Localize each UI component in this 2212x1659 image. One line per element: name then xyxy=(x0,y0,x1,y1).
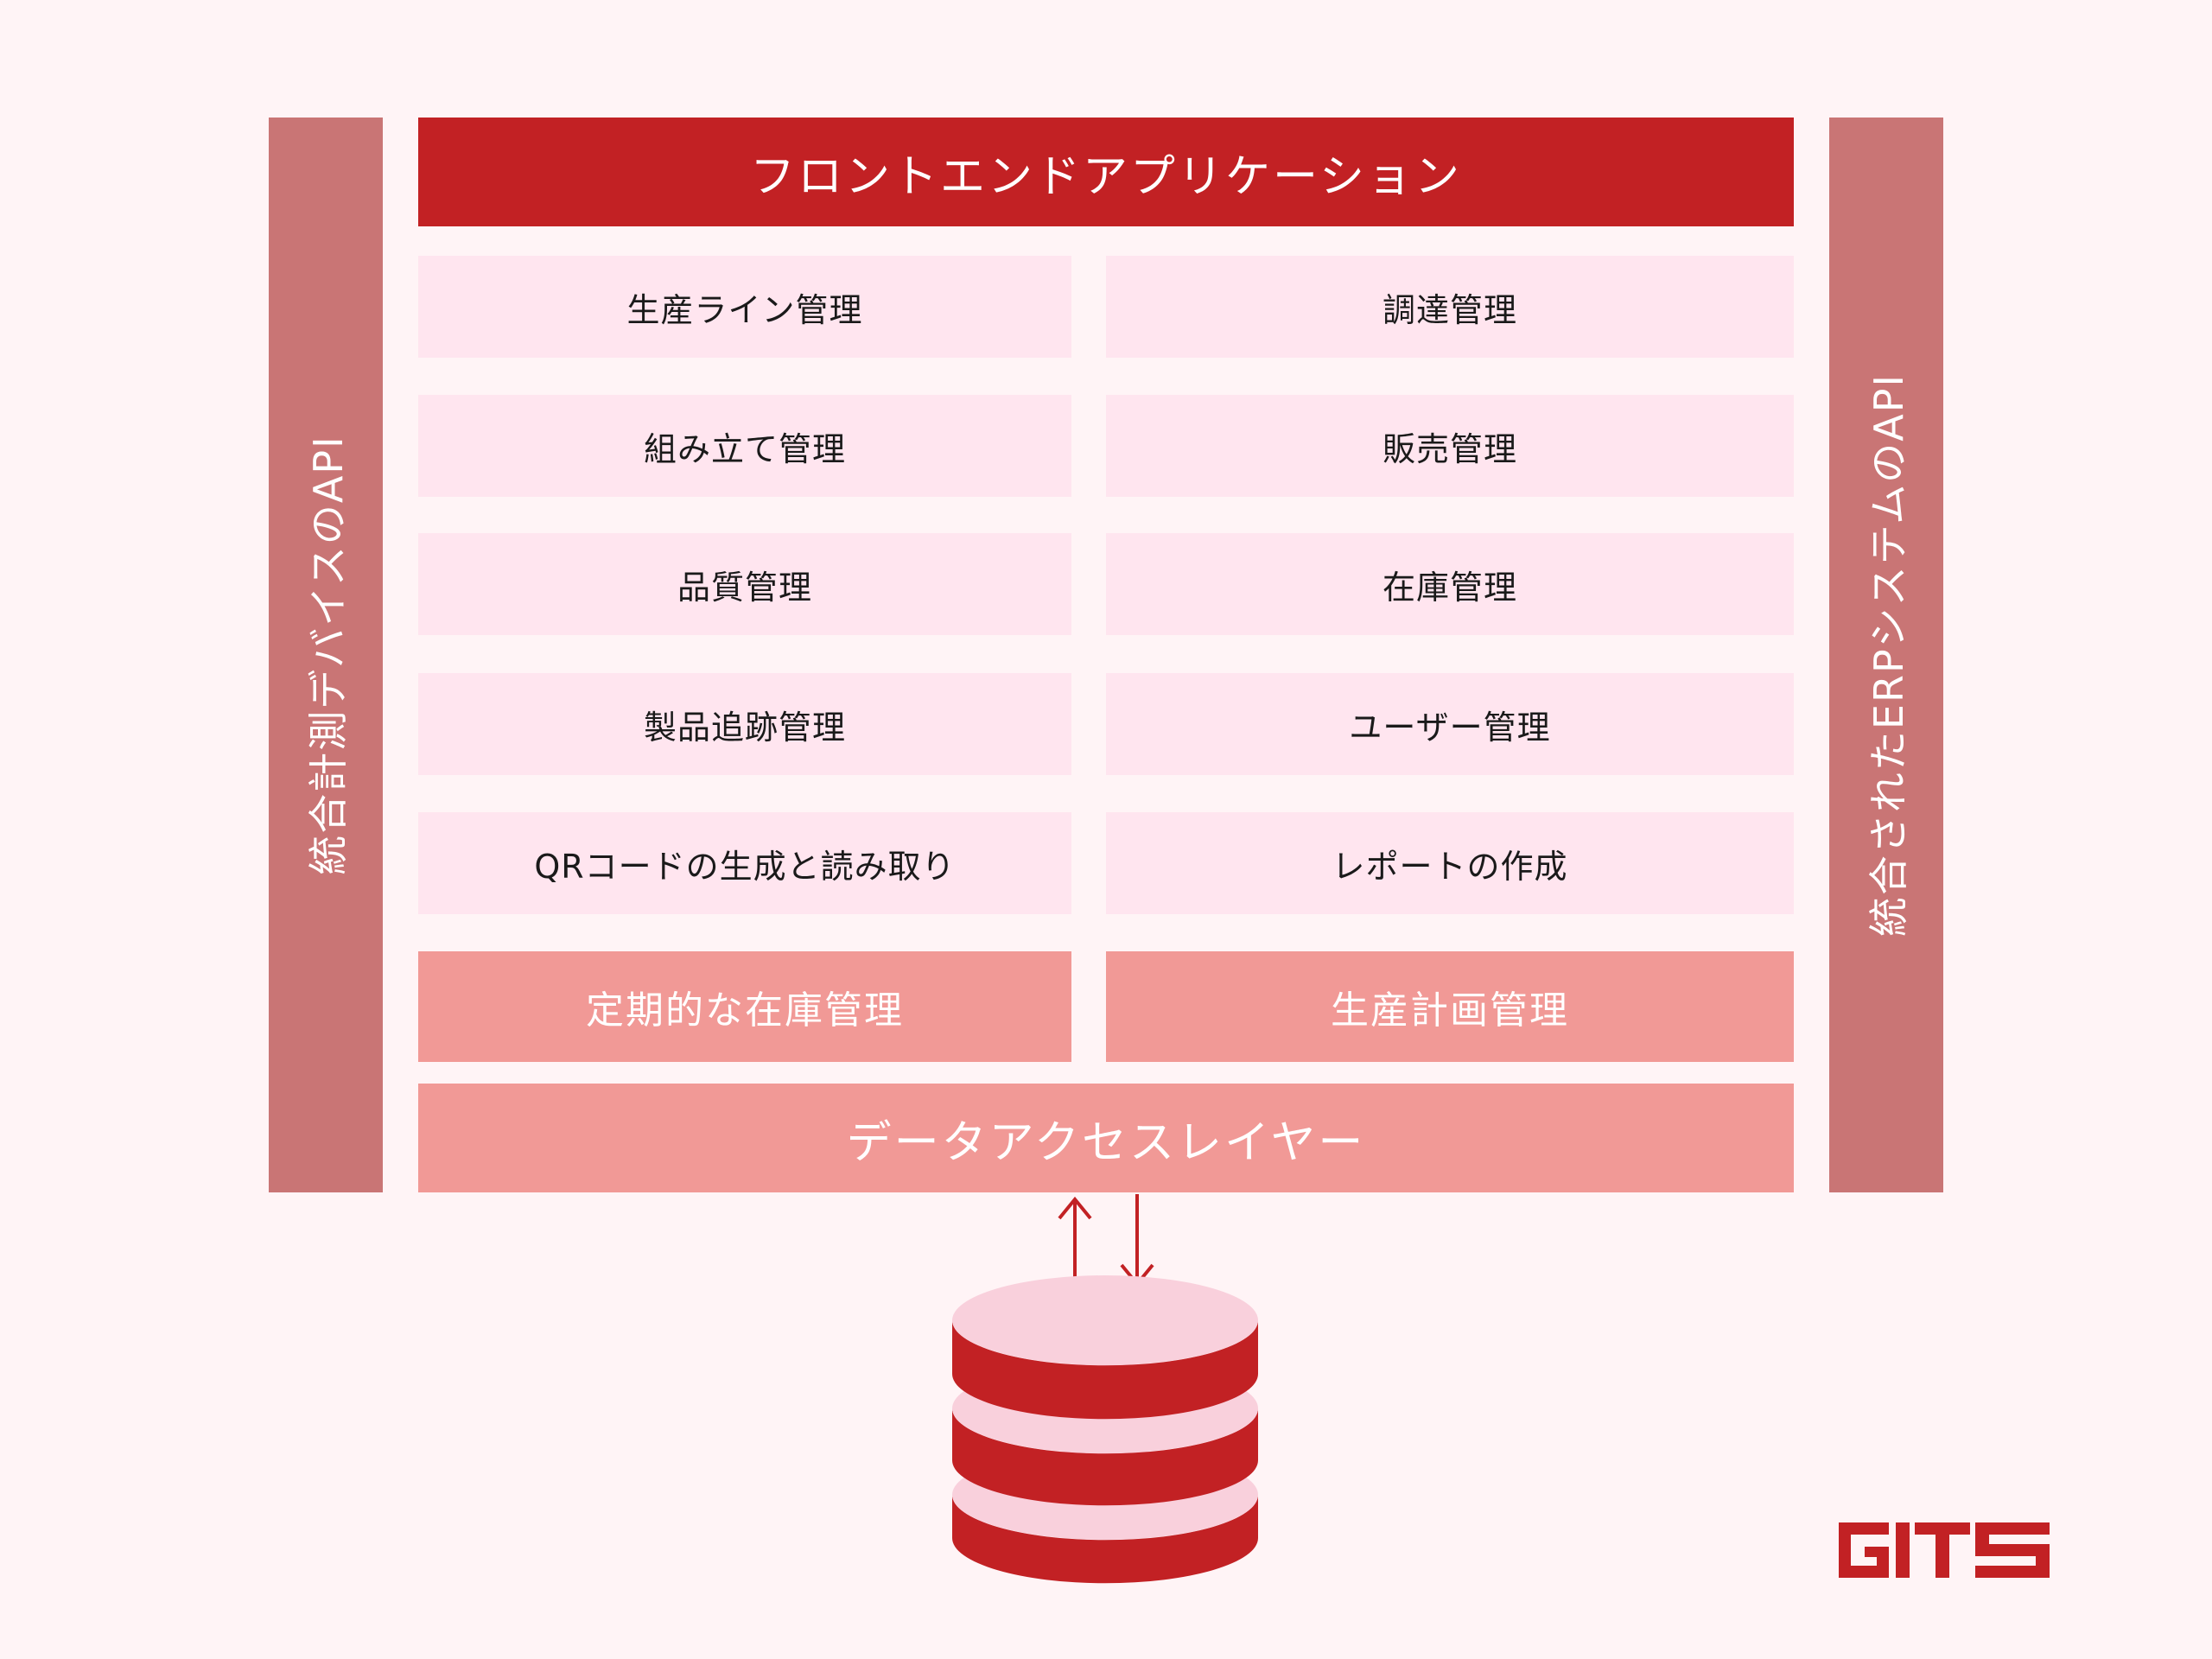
module-scheduled-inventory: 定期的な在庫管理 xyxy=(418,951,1071,1062)
module-procurement: 調達管理 xyxy=(1106,256,1794,358)
module-label: レポートの作成 xyxy=(1332,847,1568,886)
module-label: 製品追跡管理 xyxy=(643,708,846,747)
left-api-bar: 統合計測デバイスのAPI xyxy=(269,118,383,1192)
data-access-layer-bar: データアクセスレイヤー xyxy=(418,1084,1794,1192)
right-api-bar: 統合されたERPシステムのAPI xyxy=(1829,118,1943,1192)
module-label: 調達管理 xyxy=(1382,290,1517,329)
arrow-up-icon xyxy=(1058,1196,1092,1286)
module-product-tracking: 製品追跡管理 xyxy=(418,673,1071,775)
module-label: 生産ライン管理 xyxy=(626,290,863,329)
module-sales: 販売管理 xyxy=(1106,395,1794,497)
frontend-application-label: フロントエンドアプリケーション xyxy=(750,150,1462,203)
arrow-down-icon xyxy=(1120,1194,1154,1287)
module-quality: 品質管理 xyxy=(418,533,1071,635)
module-qr-code: QRコードの生成と読み取り xyxy=(418,812,1071,914)
module-label: 定期的な在庫管理 xyxy=(586,988,904,1033)
module-label: 組み立て管理 xyxy=(643,429,846,468)
module-label: 生産計画管理 xyxy=(1331,988,1569,1033)
module-user: ユーザー管理 xyxy=(1106,673,1794,775)
frontend-application-bar: フロントエンドアプリケーション xyxy=(418,118,1794,226)
module-production-planning: 生産計画管理 xyxy=(1106,951,1794,1062)
data-access-layer-label: データアクセスレイヤー xyxy=(846,1116,1366,1169)
module-label: ユーザー管理 xyxy=(1349,708,1551,747)
module-production-line: 生産ライン管理 xyxy=(418,256,1071,358)
module-label: QRコードの生成と読み取り xyxy=(534,847,956,886)
module-label: 販売管理 xyxy=(1382,429,1517,468)
module-label: 在庫管理 xyxy=(1382,568,1517,607)
module-label: 品質管理 xyxy=(677,568,812,607)
module-report: レポートの作成 xyxy=(1106,812,1794,914)
module-inventory: 在庫管理 xyxy=(1106,533,1794,635)
database-icon xyxy=(952,1275,1259,1584)
gits-logo xyxy=(1839,1522,2050,1578)
module-assembly: 組み立て管理 xyxy=(418,395,1071,497)
